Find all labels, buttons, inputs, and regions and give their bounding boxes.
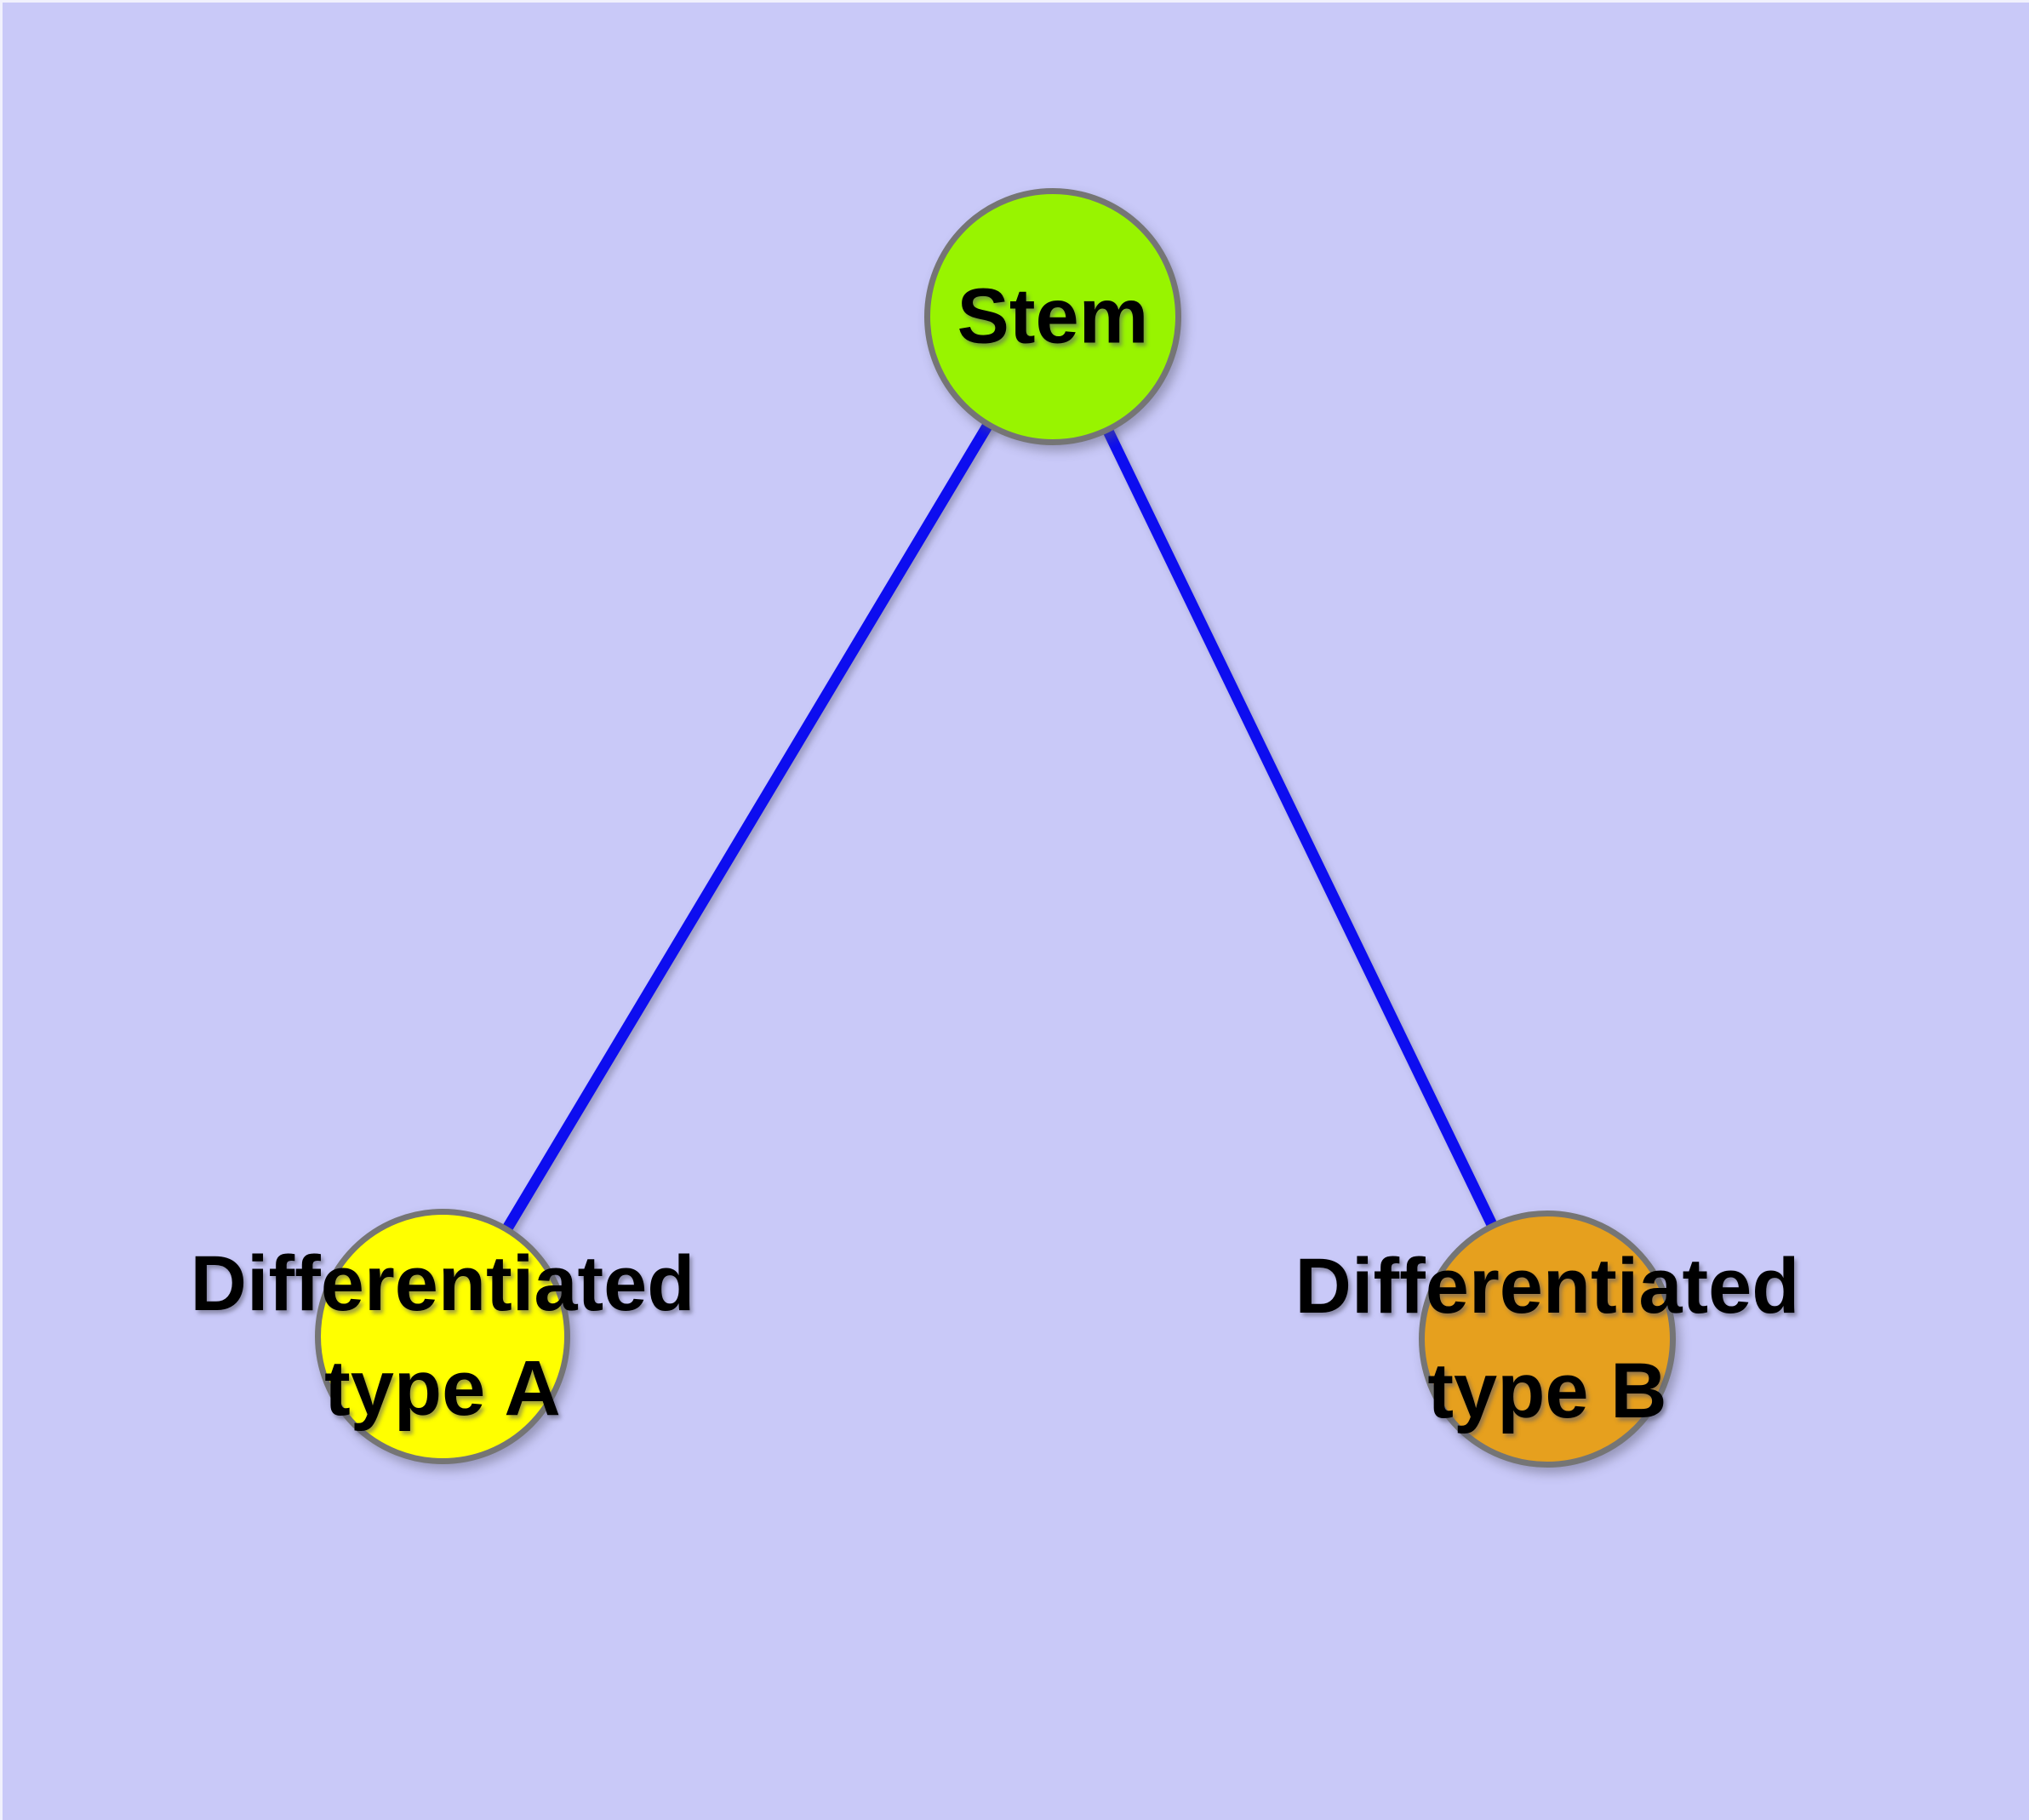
node-type-a-label-line-2: type A <box>324 1345 561 1432</box>
node-type-b-label: Differentiated type B <box>1295 1234 1800 1444</box>
node-type-b-circle <box>1419 1210 1676 1468</box>
edge-stem-to-type-a <box>437 313 1058 1340</box>
node-type-b-label-line-2: type B <box>1427 1348 1667 1434</box>
node-type-a-circle <box>315 1209 570 1464</box>
node-type-a-label: Differentiated type A <box>191 1232 695 1441</box>
node-stem-circle <box>924 188 1181 445</box>
node-type-b-label-line-1: Differentiated <box>1295 1243 1800 1330</box>
node-type-a-label-line-1: Differentiated <box>190 1240 695 1327</box>
edge-stem-to-type-b <box>1048 314 1552 1342</box>
node-stem-label: Stem <box>957 265 1149 369</box>
node-stem-label-line-1: Stem <box>957 272 1149 360</box>
